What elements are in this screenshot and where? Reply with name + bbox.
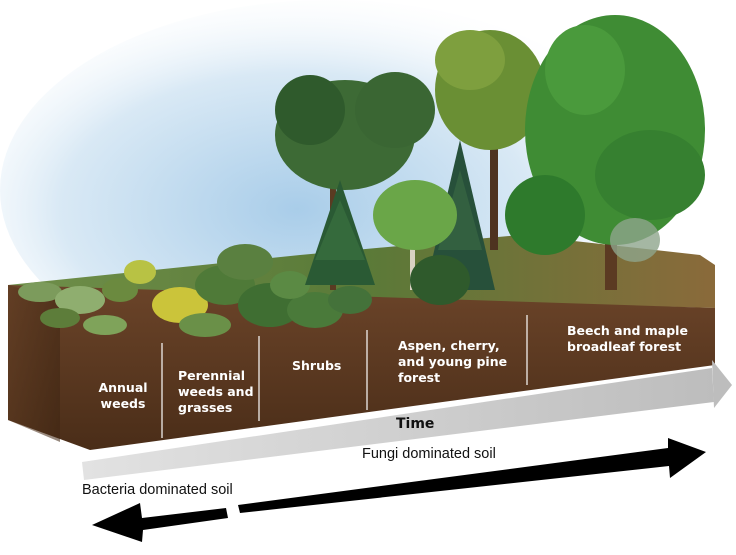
stage-label-line: grasses <box>178 400 232 415</box>
time-label: Time <box>396 416 434 432</box>
bacteria-arrow <box>92 503 228 542</box>
fungi-arrow <box>238 438 706 513</box>
fungi-dominated-label: Fungi dominated soil <box>362 446 496 462</box>
soil-left-face <box>8 285 60 442</box>
stage-label-line: Aspen, cherry, <box>398 338 500 353</box>
vegetation <box>18 244 372 337</box>
bacteria-dominated-label: Bacteria dominated soil <box>82 482 233 498</box>
stage-label-line: forest <box>398 370 440 385</box>
stage-label-line: weeds <box>101 396 146 411</box>
stage-separators <box>161 315 528 438</box>
young-forest-trees <box>275 72 495 305</box>
stage-label-line: Beech and maple <box>567 323 688 338</box>
stage-label-line: broadleaf forest <box>567 339 681 354</box>
stage-label-line: Perennial <box>178 368 245 383</box>
stage-label-line: Annual <box>98 380 147 395</box>
stage-label-line: Shrubs <box>292 358 341 373</box>
stage-label-line: and young pine <box>398 354 507 369</box>
stage-label-line: weeds and <box>178 384 254 399</box>
time-arrow <box>82 360 732 480</box>
stage-label-shrubs: Shrubs <box>292 358 341 373</box>
broadleaf-forest-trees <box>435 15 705 290</box>
